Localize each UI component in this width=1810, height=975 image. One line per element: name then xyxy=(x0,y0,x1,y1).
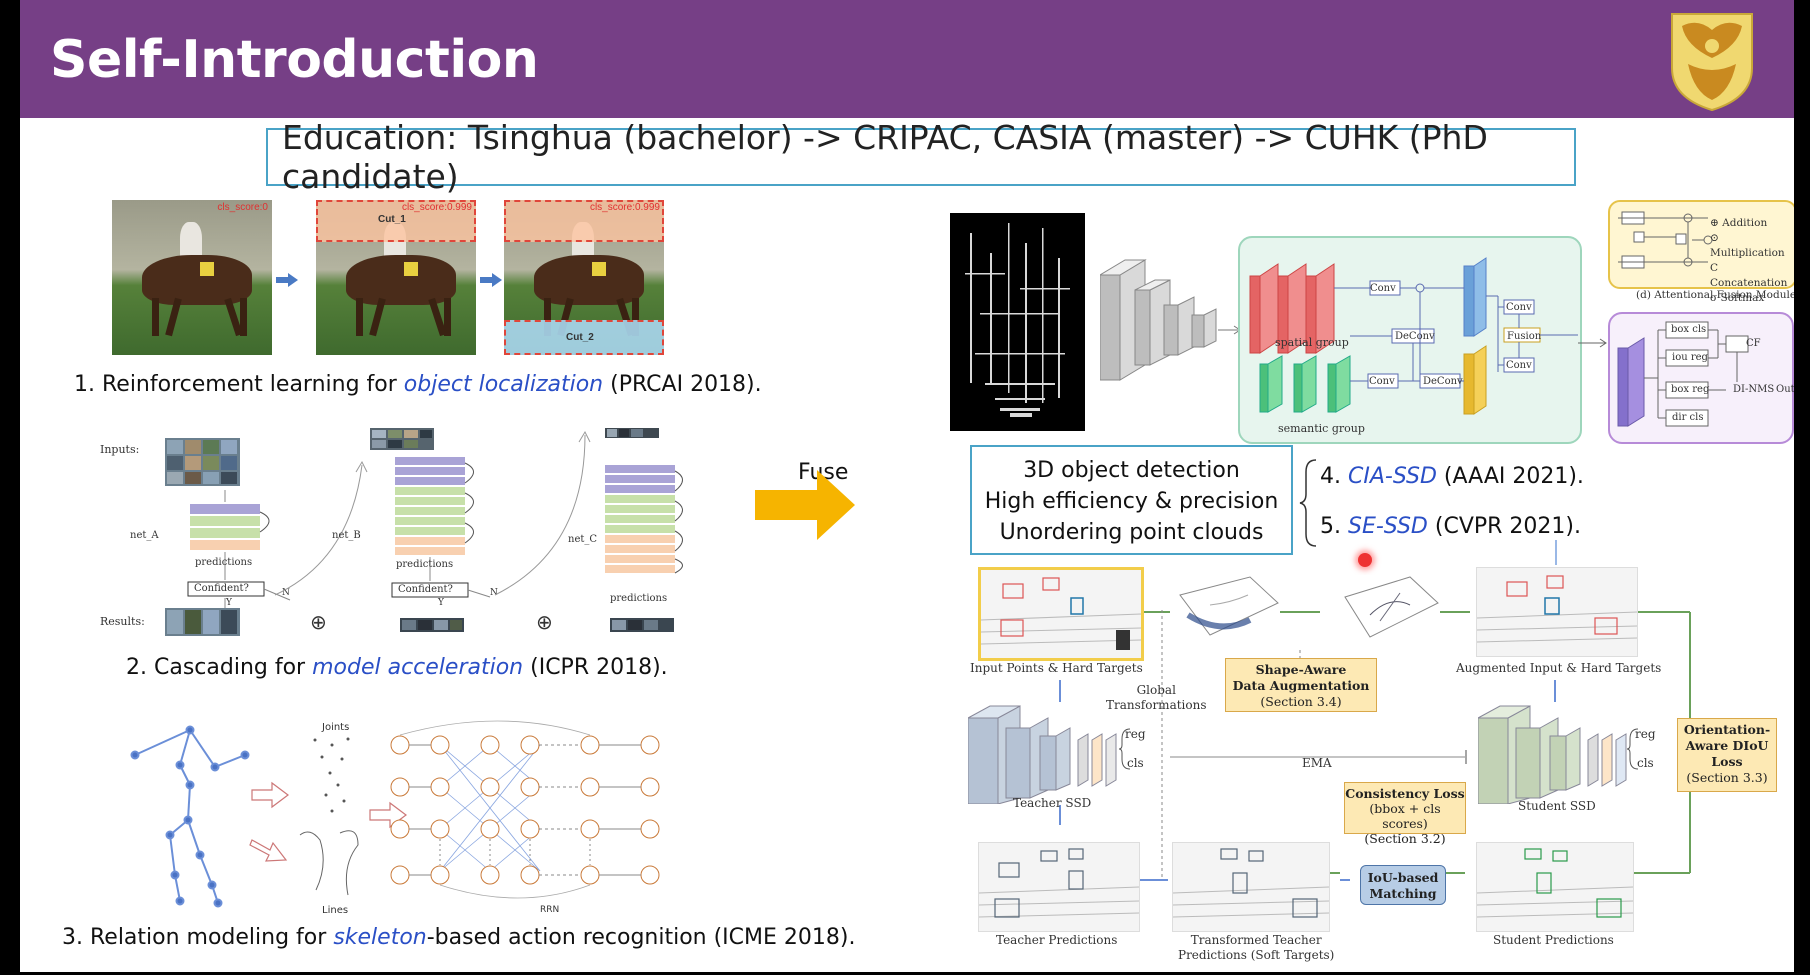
curve-b-c xyxy=(494,430,591,596)
horse-photo-cut1: Cut_1 cls_score:0.999 xyxy=(316,200,476,355)
cia-ssd-module xyxy=(1249,257,1578,415)
consistency-loss-box: Consistency Loss (bbox + cls scores) (Se… xyxy=(1344,782,1466,846)
backbone-blocks xyxy=(1100,259,1240,381)
brace-icon xyxy=(1299,459,1317,547)
scene-transformed-teacher xyxy=(1172,842,1330,932)
scene-shape-aware xyxy=(1340,575,1440,645)
transformed-teacher-caption: Transformed Teacher Predictions (Soft Ta… xyxy=(1178,933,1335,962)
result-thumbnails-b xyxy=(400,618,464,632)
item-4-caption: 4. CIA-SSD (AAAI 2021). xyxy=(1320,464,1584,489)
afm-legend: ⊕ Addition ⊙ Multiplication C Concatenat… xyxy=(1710,217,1788,304)
item-1-caption: 1. Reinforcement learning for object loc… xyxy=(74,372,762,397)
scene-augmented xyxy=(1476,567,1638,657)
input-thumbnails xyxy=(165,438,240,486)
brace-icon xyxy=(1626,728,1639,770)
thumbnails-c xyxy=(605,428,659,438)
arrow-right-icon xyxy=(1578,338,1607,348)
properties-box: 3D object detection High efficiency & pr… xyxy=(970,445,1293,555)
slide-title: Self-Introduction xyxy=(50,30,539,90)
item-3-caption: 3. Relation modeling for skeleton-based … xyxy=(62,925,856,950)
title-bar: Self-Introduction xyxy=(20,0,1794,118)
iou-matching-box: IoU-based Matching xyxy=(1360,865,1446,905)
orientation-loss-box: Orientation- Aware DIoU Loss (Section 3.… xyxy=(1677,718,1777,792)
fuse-arrow-icon xyxy=(755,470,855,540)
head-diagram xyxy=(1617,321,1749,427)
university-crest-icon xyxy=(1671,13,1753,112)
plus-circle-icon: ⊕ xyxy=(536,610,553,634)
brace-icon xyxy=(1118,728,1131,770)
plus-circle-icon: ⊕ xyxy=(310,610,327,634)
teacher-ssd-blocks xyxy=(968,705,1117,804)
curve-a-b xyxy=(274,460,368,596)
afm-diagram xyxy=(1618,211,1713,269)
horse-photo-cut2: cls_score:0.999 Cut_2 xyxy=(504,200,664,355)
result-thumbnails-c xyxy=(610,618,674,632)
point-cloud-bev xyxy=(950,213,1085,431)
arrow-right-icon xyxy=(480,273,502,287)
horse-photo: cls_score:0 xyxy=(112,200,272,355)
result-thumbnails-a xyxy=(165,608,240,636)
item-2-caption: 2. Cascading for model acceleration (ICP… xyxy=(126,655,668,680)
slide: Self-Introduction Education: Tsinghua (b… xyxy=(20,0,1794,972)
net-a-diagram xyxy=(187,490,291,612)
arrow-right-icon xyxy=(276,273,298,287)
scene-student-predictions xyxy=(1476,842,1634,932)
student-ssd-blocks xyxy=(1478,705,1627,804)
cursor-pointer-icon xyxy=(1358,553,1372,567)
net-b-diagram xyxy=(391,457,491,598)
scene-input-points xyxy=(978,567,1144,661)
shape-aware-aug-box: Shape-Aware Data Augmentation (Section 3… xyxy=(1225,658,1377,712)
thumbnails-b xyxy=(370,428,434,450)
education-banner: Education: Tsinghua (bachelor) -> CRIPAC… xyxy=(266,118,1576,196)
item-5-caption: 5. SE-SSD (CVPR 2021). xyxy=(1320,514,1581,539)
scene-teacher-predictions xyxy=(978,842,1140,932)
skeleton-rrn-figure xyxy=(130,720,660,908)
scene-global-transform xyxy=(1170,575,1280,645)
net-c-diagram xyxy=(605,465,683,574)
